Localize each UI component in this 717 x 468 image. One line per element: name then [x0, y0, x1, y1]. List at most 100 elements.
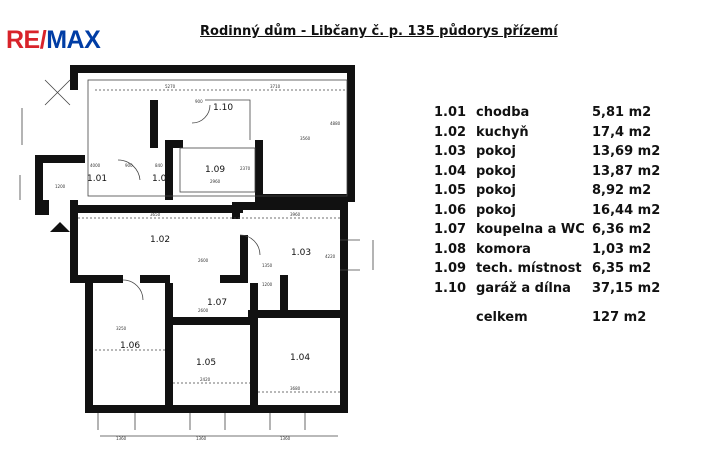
tech-room-outline: [179, 147, 256, 193]
plan-room-1.09: 1.09: [205, 165, 225, 175]
wall-room4-left: [250, 283, 258, 405]
wall-bottom: [85, 405, 348, 413]
wall-stair: [150, 100, 158, 148]
wall-right-wing-right: [340, 202, 348, 412]
legend-area: 8,92 m2: [592, 183, 652, 198]
wall-entry-bottom-left: [35, 200, 49, 215]
wall-tech-left: [165, 140, 173, 200]
legend-area: 5,81 m2: [592, 105, 652, 120]
wall-right-upper: [347, 65, 355, 202]
legend-total-label: celkem: [476, 310, 528, 325]
legend-name: pokoj: [476, 183, 516, 198]
dim-3680: 3680: [290, 386, 301, 391]
dim-1360c: 1360: [280, 436, 291, 441]
legend-name: tech. místnost: [476, 261, 582, 276]
plan-room-1.02: 1.02: [150, 235, 170, 245]
legend-row-1.02: 1.02 kuchyň 17,4 m2: [434, 125, 704, 145]
legend-area: 16,44 m2: [592, 202, 661, 218]
legend-num: 1.04: [434, 163, 467, 179]
legend-total-area: 127 m2: [592, 310, 647, 325]
wall-garage-bottom: [262, 194, 355, 202]
dim-2960: 2960: [210, 179, 221, 184]
wall-left-lower: [85, 275, 93, 413]
dim-1360a: 1360: [116, 436, 127, 441]
legend-row-1.09: 1.09 tech. místnost 6,35 m2: [434, 261, 704, 281]
legend-row-1.06: 1.06 pokoj 16,44 m2: [434, 203, 704, 223]
dim-4220: 4220: [325, 254, 336, 259]
plan-room-1.03: 1.03: [291, 248, 311, 258]
legend-num: 1.01: [434, 105, 467, 120]
legend-name: koupelna a WC: [476, 222, 585, 237]
legend-num: 1.08: [434, 241, 467, 257]
legend-num: 1.10: [434, 280, 467, 296]
logo-slash: /: [39, 26, 47, 54]
legend-num: 1.03: [434, 144, 467, 159]
wall-entry-top: [35, 155, 85, 163]
logo-max: MAX: [46, 26, 101, 54]
wall-bath-top: [220, 275, 242, 283]
dim-3710: 3710: [270, 84, 281, 89]
dim-2420: 2420: [200, 377, 211, 382]
plan-room-1.04: 1.04: [290, 353, 310, 363]
wall-left-top: [70, 65, 78, 90]
page-title: Rodinný dům - Libčany č. p. 135 půdorys …: [200, 24, 558, 39]
dim-2600b: 2600: [198, 308, 209, 313]
wall-entry-bottom-right: [70, 200, 78, 222]
wall-right-wing-top: [240, 202, 348, 210]
remax-logo: RE/MAX: [6, 26, 101, 54]
plan-room-1.07: 1.07: [207, 298, 227, 308]
entry-door-swing: [44, 79, 71, 106]
dim-1350: 1350: [262, 263, 273, 268]
wall-tech-right: [255, 140, 263, 202]
wall-room4-top: [248, 310, 340, 318]
legend-name: komora: [476, 241, 531, 257]
wall-room5-top: [173, 317, 253, 325]
legend-area: 6,35 m2: [592, 261, 652, 276]
wall-entry-left: [35, 155, 43, 215]
dim-1200b: 1200: [262, 282, 273, 287]
dim-4000: 4000: [90, 163, 101, 168]
wall-left-step: [70, 275, 93, 283]
legend-num: 1.07: [434, 222, 467, 237]
wall-top: [70, 65, 355, 73]
dim-3250: 3250: [116, 326, 127, 331]
legend-area: 6,36 m2: [592, 222, 652, 237]
plan-room-1.05: 1.05: [196, 358, 216, 368]
legend-num: 1.05: [434, 183, 467, 198]
plan-room-1.10: 1.10: [213, 103, 233, 113]
door-swing-3: [239, 234, 261, 256]
north-arrow-icon: [50, 222, 70, 232]
legend-name: pokoj: [476, 202, 516, 218]
legend-total: celkem 127 m2: [434, 310, 704, 330]
legend-row-1.05: 1.05 pokoj 8,92 m2: [434, 183, 704, 203]
dim-3960: 3960: [290, 212, 301, 217]
legend-num: 1.06: [434, 202, 467, 218]
dim-2370: 2370: [240, 166, 251, 171]
dim-840: 840: [155, 163, 163, 168]
plan-room-1.01: 1.01: [87, 174, 107, 184]
garage-inner-outline: [87, 79, 348, 197]
wall-tech-top-left: [165, 140, 183, 148]
dim-3560: 3560: [300, 136, 311, 141]
wall-hall-bottom: [78, 205, 243, 213]
dim-1360b: 1360: [196, 436, 207, 441]
legend-row-1.03: 1.03 pokoj 13,69 m2: [434, 144, 704, 164]
legend-row-1.10: 1.10 garáž a dílna 37,15 m2: [434, 281, 704, 301]
legend-name: pokoj: [476, 163, 516, 179]
dim-4880: 4880: [330, 121, 341, 126]
dim-900: 900: [195, 99, 203, 104]
legend-area: 37,15 m2: [592, 280, 661, 296]
room-legend: 1.01 chodba 5,81 m2 1.02 kuchyň 17,4 m2 …: [434, 105, 704, 330]
wall-room6-top-a: [93, 275, 123, 283]
dim-900b: 900: [125, 163, 133, 168]
legend-name: kuchyň: [476, 124, 529, 140]
legend-name: chodba: [476, 105, 530, 120]
plan-room-1.06: 1.06: [120, 341, 140, 351]
legend-area: 13,87 m2: [592, 163, 661, 179]
room110-outline: [205, 99, 251, 140]
legend-num: 1.09: [434, 261, 467, 276]
legend-row-1.08: 1.08 komora 1,03 m2: [434, 242, 704, 262]
legend-area: 13,69 m2: [592, 144, 661, 159]
legend-num: 1.02: [434, 124, 467, 140]
